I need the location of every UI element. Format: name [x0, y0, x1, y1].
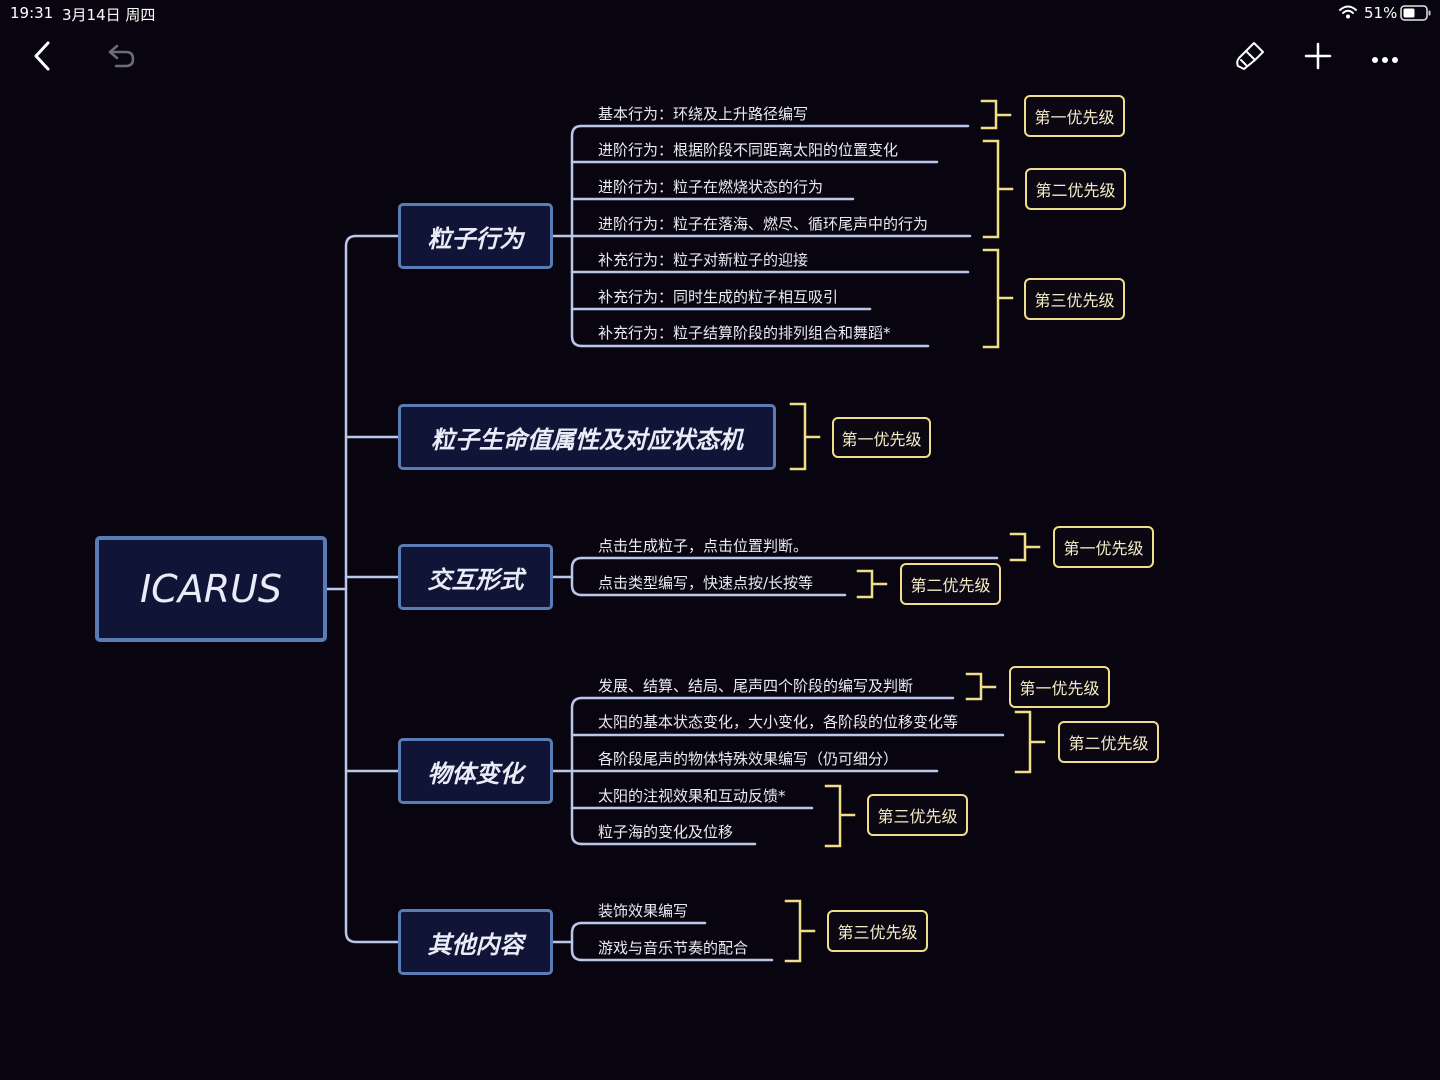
bracket-b4-p2	[1014, 710, 1046, 774]
leaf-b3-2[interactable]: 点击类型编写，快速点按/长按等	[598, 574, 814, 592]
bracket-b1-p1	[980, 99, 1012, 130]
bracket-b1-p3	[982, 248, 1014, 349]
leaf-b1-5[interactable]: 补充行为：粒子对新粒子的迎接	[598, 251, 809, 269]
bracket-b5-p3	[784, 899, 816, 963]
leaf-b4-3[interactable]: 各阶段尾声的物体特殊效果编写（仍可细分）	[598, 750, 899, 768]
status-time: 19:31	[10, 4, 54, 22]
branch-node-object-changes[interactable]: 物体变化	[398, 738, 553, 804]
bracket-b4-p3	[824, 784, 856, 848]
leaf-b5-2[interactable]: 游戏与音乐节奏的配合	[598, 939, 749, 957]
priority-badge-b3-1[interactable]: 第一优先级	[1053, 526, 1154, 568]
branch-node-particle-behavior[interactable]: 粒子行为	[398, 203, 553, 269]
priority-badge-b2-1[interactable]: 第一优先级	[832, 417, 931, 458]
branch-node-particle-hp-state-machine[interactable]: 粒子生命值属性及对应状态机	[398, 404, 776, 470]
connector-b3	[570, 556, 584, 597]
status-bar: 19:31 3月14日 周四 51%	[0, 0, 1440, 26]
chevron-left-icon	[30, 40, 54, 76]
leaf-b4-1[interactable]: 发展、结算、结局、尾声四个阶段的编写及判断	[598, 677, 914, 695]
leaf-b4-5[interactable]: 粒子海的变化及位移	[598, 823, 734, 841]
priority-badge-b1-2[interactable]: 第二优先级	[1025, 168, 1126, 210]
connector-trunk	[344, 234, 402, 944]
bracket-b4-p1	[965, 672, 997, 701]
battery-percent: 51%	[1364, 4, 1398, 22]
leaf-b5-1[interactable]: 装饰效果编写	[598, 902, 689, 920]
plus-icon	[1303, 41, 1333, 75]
leaf-b1-3[interactable]: 进阶行为：粒子在燃烧状态的行为	[598, 178, 824, 196]
wifi-icon	[1338, 4, 1358, 24]
add-button[interactable]	[1294, 36, 1342, 80]
bracket-b3-p1	[1009, 532, 1041, 562]
branch-node-other-content[interactable]: 其他内容	[398, 909, 553, 975]
undo-icon	[106, 42, 138, 74]
priority-badge-b4-3[interactable]: 第三优先级	[867, 794, 968, 836]
leaf-b1-6[interactable]: 补充行为：同时生成的粒子相互吸引	[598, 288, 839, 306]
leaf-b3-1[interactable]: 点击生成粒子，点击位置判断。	[598, 537, 809, 555]
back-button[interactable]	[18, 36, 66, 80]
leaf-b4-4[interactable]: 太阳的注视效果和互动反馈*	[598, 787, 786, 805]
format-brush-button[interactable]	[1226, 36, 1274, 80]
connector-b5	[570, 921, 584, 962]
priority-badge-b5-3[interactable]: 第三优先级	[827, 910, 928, 952]
undo-button[interactable]	[98, 36, 146, 80]
status-date: 3月14日 周四	[62, 6, 156, 24]
leaf-b1-1[interactable]: 基本行为：环绕及上升路径编写	[598, 105, 809, 123]
leaf-b1-7[interactable]: 补充行为：粒子结算阶段的排列组合和舞蹈*	[598, 324, 891, 342]
leaf-b1-2[interactable]: 进阶行为：根据阶段不同距离太阳的位置变化	[598, 141, 899, 159]
leaf-b4-2[interactable]: 太阳的基本状态变化，大小变化，各阶段的位移变化等	[598, 713, 959, 731]
more-button[interactable]	[1361, 36, 1409, 80]
bracket-b2-p1	[789, 402, 821, 471]
battery-icon	[1400, 5, 1432, 25]
priority-badge-b1-3[interactable]: 第三优先级	[1024, 278, 1125, 320]
leaf-b1-4[interactable]: 进阶行为：粒子在落海、燃尽、循环尾声中的行为	[598, 215, 929, 233]
brush-icon	[1234, 40, 1266, 76]
more-icon	[1371, 49, 1399, 68]
root-node[interactable]: ICARUS	[95, 536, 327, 642]
priority-badge-b3-2[interactable]: 第二优先级	[900, 563, 1001, 605]
priority-badge-b4-2[interactable]: 第二优先级	[1058, 721, 1159, 763]
branch-node-interaction[interactable]: 交互形式	[398, 544, 553, 610]
bracket-b1-p2	[982, 139, 1014, 239]
priority-badge-b1-1[interactable]: 第一优先级	[1024, 95, 1125, 137]
bracket-b3-p2	[856, 569, 888, 599]
priority-badge-b4-1[interactable]: 第一优先级	[1009, 666, 1110, 708]
